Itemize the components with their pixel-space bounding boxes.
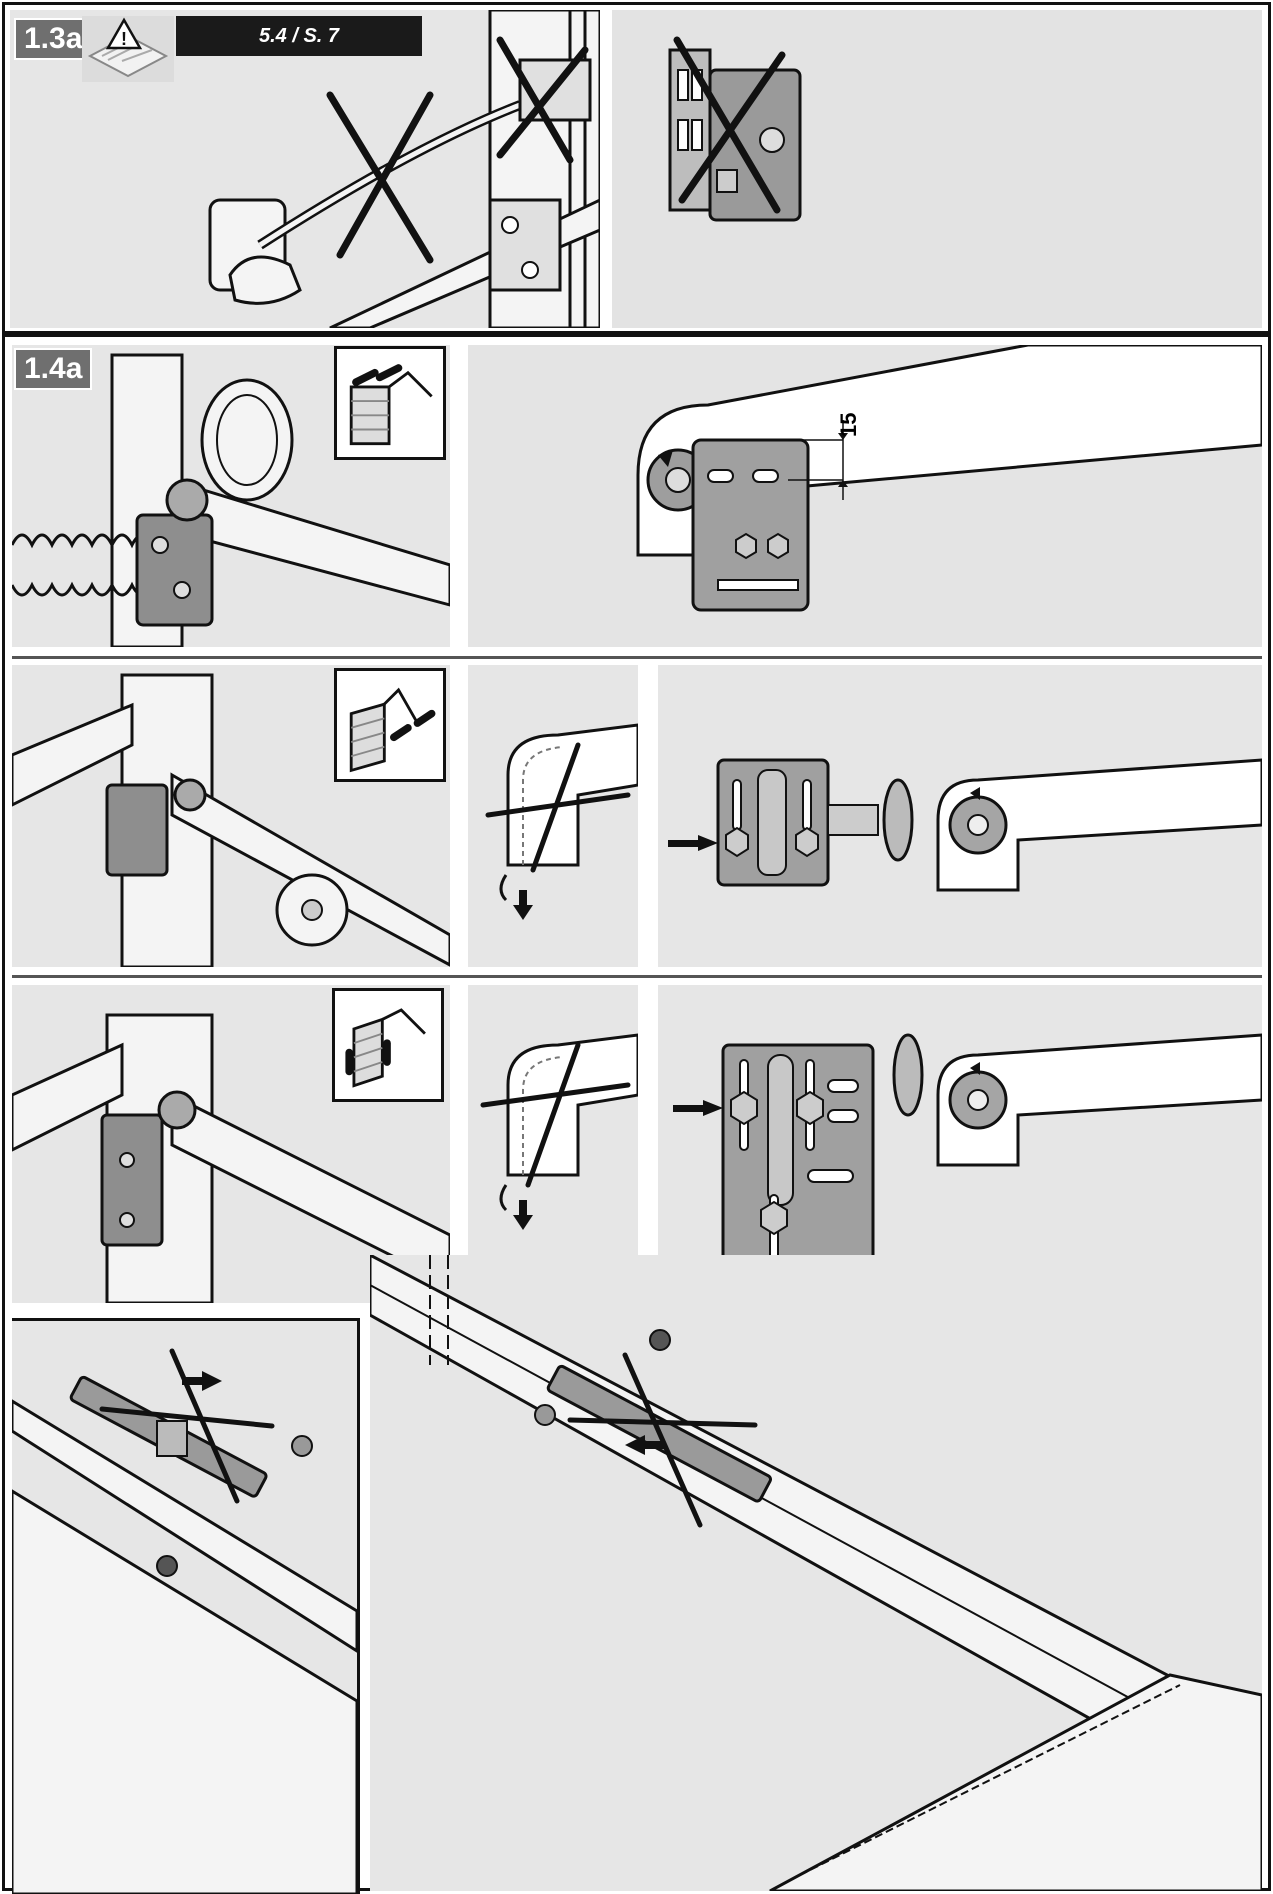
- strap-handle-illustration: [208, 10, 600, 328]
- manual-warning-icon: !: [82, 16, 174, 82]
- roller-bracket-measure-illustration: [636, 345, 1262, 612]
- black-arrow: [202, 1371, 222, 1391]
- black-arrow: [703, 1100, 723, 1116]
- panel-1-3a-detail: [612, 10, 1262, 328]
- panel-1-4a-row3-left: [12, 985, 450, 1303]
- panel-1-4a-row1-right: 15: [468, 345, 1262, 647]
- prohibited-x-mark: [326, 36, 589, 264]
- inset-track-type-2: [334, 668, 446, 782]
- prohibited-x-mark: [99, 1348, 275, 1504]
- bracket-adjust-illustration: [668, 758, 1262, 892]
- torsion-spring-illustration: [12, 353, 450, 647]
- prohibited-x-mark: [673, 36, 786, 214]
- horizontal-rail-assembly-illustration: [370, 1255, 1262, 1891]
- prohibited-x-mark: [567, 1352, 758, 1528]
- row-divider-2: [12, 975, 1262, 978]
- prohibited-x-mark: [480, 1042, 631, 1188]
- panel-1-4a-row2-right: [658, 665, 1262, 967]
- prohibited-x-mark: [485, 742, 631, 873]
- rail-connector-wrong-illustration: [12, 1348, 357, 1894]
- reference-bar: 5.4 / S. 7: [176, 16, 422, 56]
- black-arrow: [513, 905, 533, 920]
- row-divider-1: [12, 656, 1262, 659]
- panel-1-4a-bottom-left: [12, 1318, 360, 1894]
- svg-text:!: !: [121, 29, 127, 49]
- black-arrow: [698, 835, 718, 851]
- dimension-label: 15: [836, 412, 861, 437]
- panel-1-4a-row3-mid: [468, 985, 638, 1255]
- inset-track-type-3: [332, 988, 444, 1102]
- black-arrow: [625, 1435, 645, 1455]
- panel-1-4a-row2-mid: [468, 665, 638, 967]
- step-label: 1.3a: [14, 18, 93, 60]
- black-arrow: [513, 1215, 533, 1230]
- inset-track-type-1: [334, 346, 446, 460]
- wall-bracket-illustration: [668, 36, 802, 222]
- vertical-track-bracket-illustration: [12, 1013, 450, 1303]
- curved-track-wrong-illustration: [485, 723, 638, 920]
- curved-track-wrong-illustration-2: [480, 1033, 638, 1230]
- step-label: 1.4a: [14, 348, 93, 390]
- panel-1-4a-bottom-rail: [370, 1255, 1262, 1891]
- track-bracket-illustration: [12, 673, 450, 967]
- bracket-slot-adjust-illustration: [673, 1033, 1262, 1282]
